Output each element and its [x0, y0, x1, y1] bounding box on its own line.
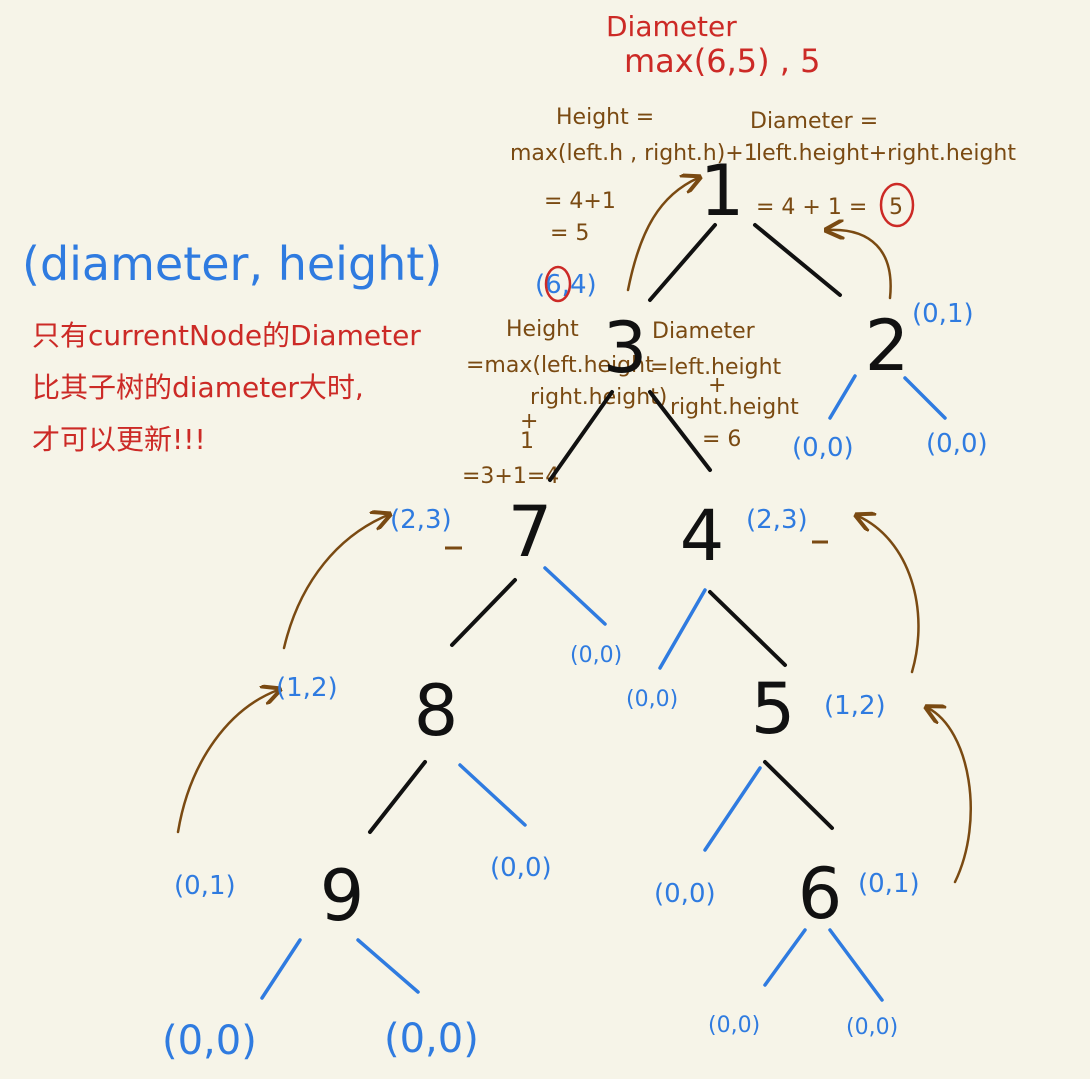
edge-3-4 — [648, 390, 712, 472]
n3-diameter-line-3: right.height — [670, 395, 799, 420]
pair-n4: (2,3) — [746, 505, 808, 535]
arrow-5-to-4 — [858, 516, 920, 674]
node-6: 6 — [798, 853, 843, 935]
pair-n5: (1,2) — [824, 691, 886, 721]
edge-8-9 — [368, 760, 427, 834]
null-edges — [260, 374, 947, 1002]
root-diameter-highlight-circle — [879, 182, 915, 228]
edge-9-null-right — [356, 938, 420, 994]
n3-height-line-1: =max(left.height — [466, 353, 654, 378]
null-n2-right: (0,0) — [926, 429, 988, 459]
n3-height-line-4: 1 — [520, 429, 534, 454]
pair-n8: (1,2) — [276, 673, 338, 703]
pair-n2: (0,1) — [912, 299, 974, 329]
root-diameter-title: Diameter — [606, 10, 737, 43]
n3-height-line-3: + — [520, 409, 538, 434]
edge-8-null-right — [458, 763, 527, 827]
edge-1-3 — [648, 223, 717, 302]
null-n5-left: (0,0) — [654, 879, 716, 909]
n3-diameter-line-2: + — [708, 373, 726, 398]
arrow-6-to-5 — [928, 708, 972, 884]
root-height-line-1: max(left.h , right.h)+1 — [510, 141, 758, 166]
node-2: 2 — [865, 305, 910, 387]
edge-7-null-right — [543, 566, 607, 626]
edge-4-5 — [708, 590, 787, 667]
node-1: 1 — [700, 150, 745, 232]
edge-6-null-left — [763, 928, 807, 987]
null-n8-right: (0,0) — [490, 853, 552, 883]
null-n4-left: (0,0) — [626, 687, 678, 712]
note-line-0: 只有currentNode的Diameter — [32, 319, 421, 352]
root-height-line-0: Height = — [556, 105, 654, 130]
root-diameter-line-1: left.height+right.height — [756, 141, 1016, 166]
n3-height-line-2: right.height) — [530, 385, 667, 410]
edge-4-null-left — [658, 588, 707, 670]
node-5: 5 — [751, 668, 796, 750]
edge-3-7 — [548, 390, 614, 482]
root-diameter-line-0: Diameter = — [750, 109, 878, 134]
n3-diameter-line-1: =left.height — [650, 355, 782, 380]
edge-2-null-left — [828, 374, 857, 420]
root-diameter-value: max(6,5) , 5 — [624, 42, 820, 80]
null-n7-right: (0,0) — [570, 643, 622, 668]
root-diameter-line-3: 5 — [889, 195, 903, 220]
propagation-arrows — [176, 178, 972, 884]
edge-9-null-left — [260, 938, 302, 1000]
arrow-2-to-root-diameter — [828, 230, 892, 300]
note-line-1: 比其子树的diameter大时, — [32, 371, 364, 404]
arrow-9-to-8 — [176, 690, 278, 834]
tuple-title: (diameter, height) — [22, 237, 442, 291]
n3-diameter-highlight-circle — [544, 265, 572, 303]
null-n6-right: (0,0) — [846, 1015, 898, 1040]
null-n9-left: (0,0) — [162, 1018, 257, 1064]
update-note: 只有currentNode的Diameter 比其子树的diameter大时, … — [32, 310, 472, 466]
null-n6-left: (0,0) — [708, 1013, 760, 1038]
edge-5-null-left — [703, 766, 762, 852]
node-4: 4 — [680, 495, 725, 577]
null-n9-right: (0,0) — [384, 1016, 479, 1062]
arrow-8-to-7 — [282, 515, 388, 650]
edge-2-null-right — [903, 376, 947, 420]
edge-5-6 — [763, 760, 834, 830]
edge-6-null-right — [828, 928, 884, 1002]
n3-diameter-line-4: = 6 — [702, 427, 741, 452]
node-8: 8 — [414, 670, 459, 752]
pair-n6: (0,1) — [858, 869, 920, 899]
node-7: 7 — [508, 491, 553, 573]
node-3: 3 — [603, 307, 648, 389]
n3-height-line-5: =3+1=4 — [462, 464, 559, 489]
pair-n7: (2,3) — [390, 505, 452, 535]
n3-height-line-0: Height — [506, 317, 579, 342]
tree-edges — [368, 223, 842, 834]
root-diameter-line-2: = 4 + 1 = — [756, 195, 867, 220]
root-height-line-3: = 5 — [550, 221, 589, 246]
pair-n9: (0,1) — [174, 871, 236, 901]
root-height-line-2: = 4+1 — [544, 189, 616, 214]
node-9: 9 — [320, 855, 365, 937]
edge-1-2 — [753, 223, 842, 297]
arrow-3-to-root-height — [626, 178, 698, 292]
note-line-2: 才可以更新!!! — [32, 423, 206, 456]
null-n2-left: (0,0) — [792, 433, 854, 463]
n3-diameter-line-0: Diameter — [652, 319, 756, 344]
edge-7-8 — [450, 578, 517, 647]
